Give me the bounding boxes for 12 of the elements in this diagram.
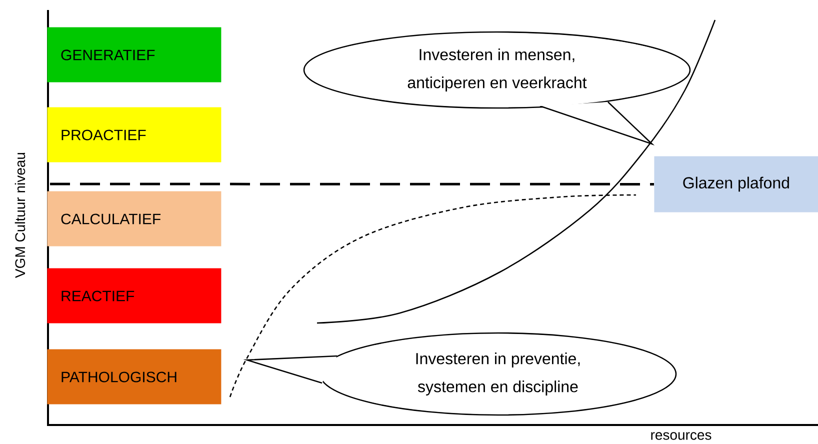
axis-label: VGM Cultuur niveau [14, 152, 26, 278]
speech-bubble [303, 31, 691, 146]
speech-bubble [243, 332, 677, 416]
axis-label: resources [651, 432, 712, 440]
callout-text: Investeren in mensen, anticiperen en veerkracht [408, 48, 587, 92]
level-box: PATHOLOGISCH [47, 349, 222, 404]
level-box: REACTIEF [47, 268, 222, 324]
level-box: CALCULATIEF [47, 191, 222, 246]
level-box: GENERATIEF [47, 27, 222, 82]
callout-text: Investeren in preventie, systemen en discipline [416, 352, 580, 396]
ceiling-box: Glazen plafond [654, 156, 818, 212]
level-box: PROACTIEF [47, 107, 222, 162]
